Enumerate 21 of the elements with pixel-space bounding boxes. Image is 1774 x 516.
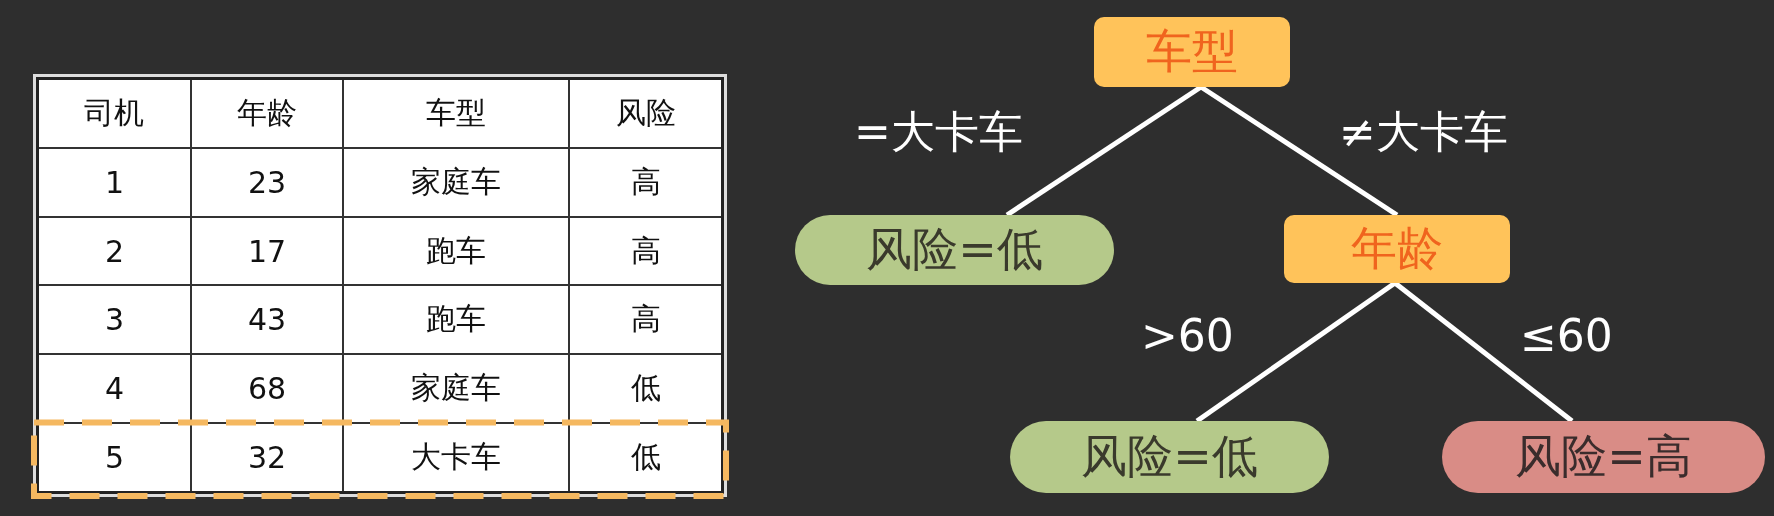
branch-line bbox=[1005, 84, 1203, 218]
table-cell: 1 bbox=[37, 148, 191, 217]
leaf-pill: 风险=高 bbox=[1442, 421, 1765, 493]
header-cell: 司机 bbox=[37, 78, 191, 149]
table-cell: 2 bbox=[37, 216, 191, 286]
branch-line bbox=[1393, 281, 1574, 423]
leaf-pill: 风险=低 bbox=[795, 215, 1114, 285]
table-cell: 23 bbox=[190, 148, 344, 217]
table-cell: 3 bbox=[37, 285, 191, 355]
table-cell: 17 bbox=[190, 216, 344, 286]
header-cell: 年龄 bbox=[190, 78, 344, 149]
table-cell: 跑车 bbox=[343, 216, 570, 286]
table-cell: 43 bbox=[190, 285, 344, 355]
table-cell: 跑车 bbox=[343, 285, 570, 355]
decision-box: 车型 bbox=[1094, 17, 1290, 87]
branch-line bbox=[1199, 84, 1399, 218]
table-cell: 家庭车 bbox=[343, 148, 570, 217]
branch-line bbox=[1195, 280, 1397, 424]
decision-box: 年龄 bbox=[1284, 215, 1510, 283]
header-cell: 车型 bbox=[343, 78, 570, 149]
leaf-pill: 风险=低 bbox=[1010, 421, 1329, 493]
